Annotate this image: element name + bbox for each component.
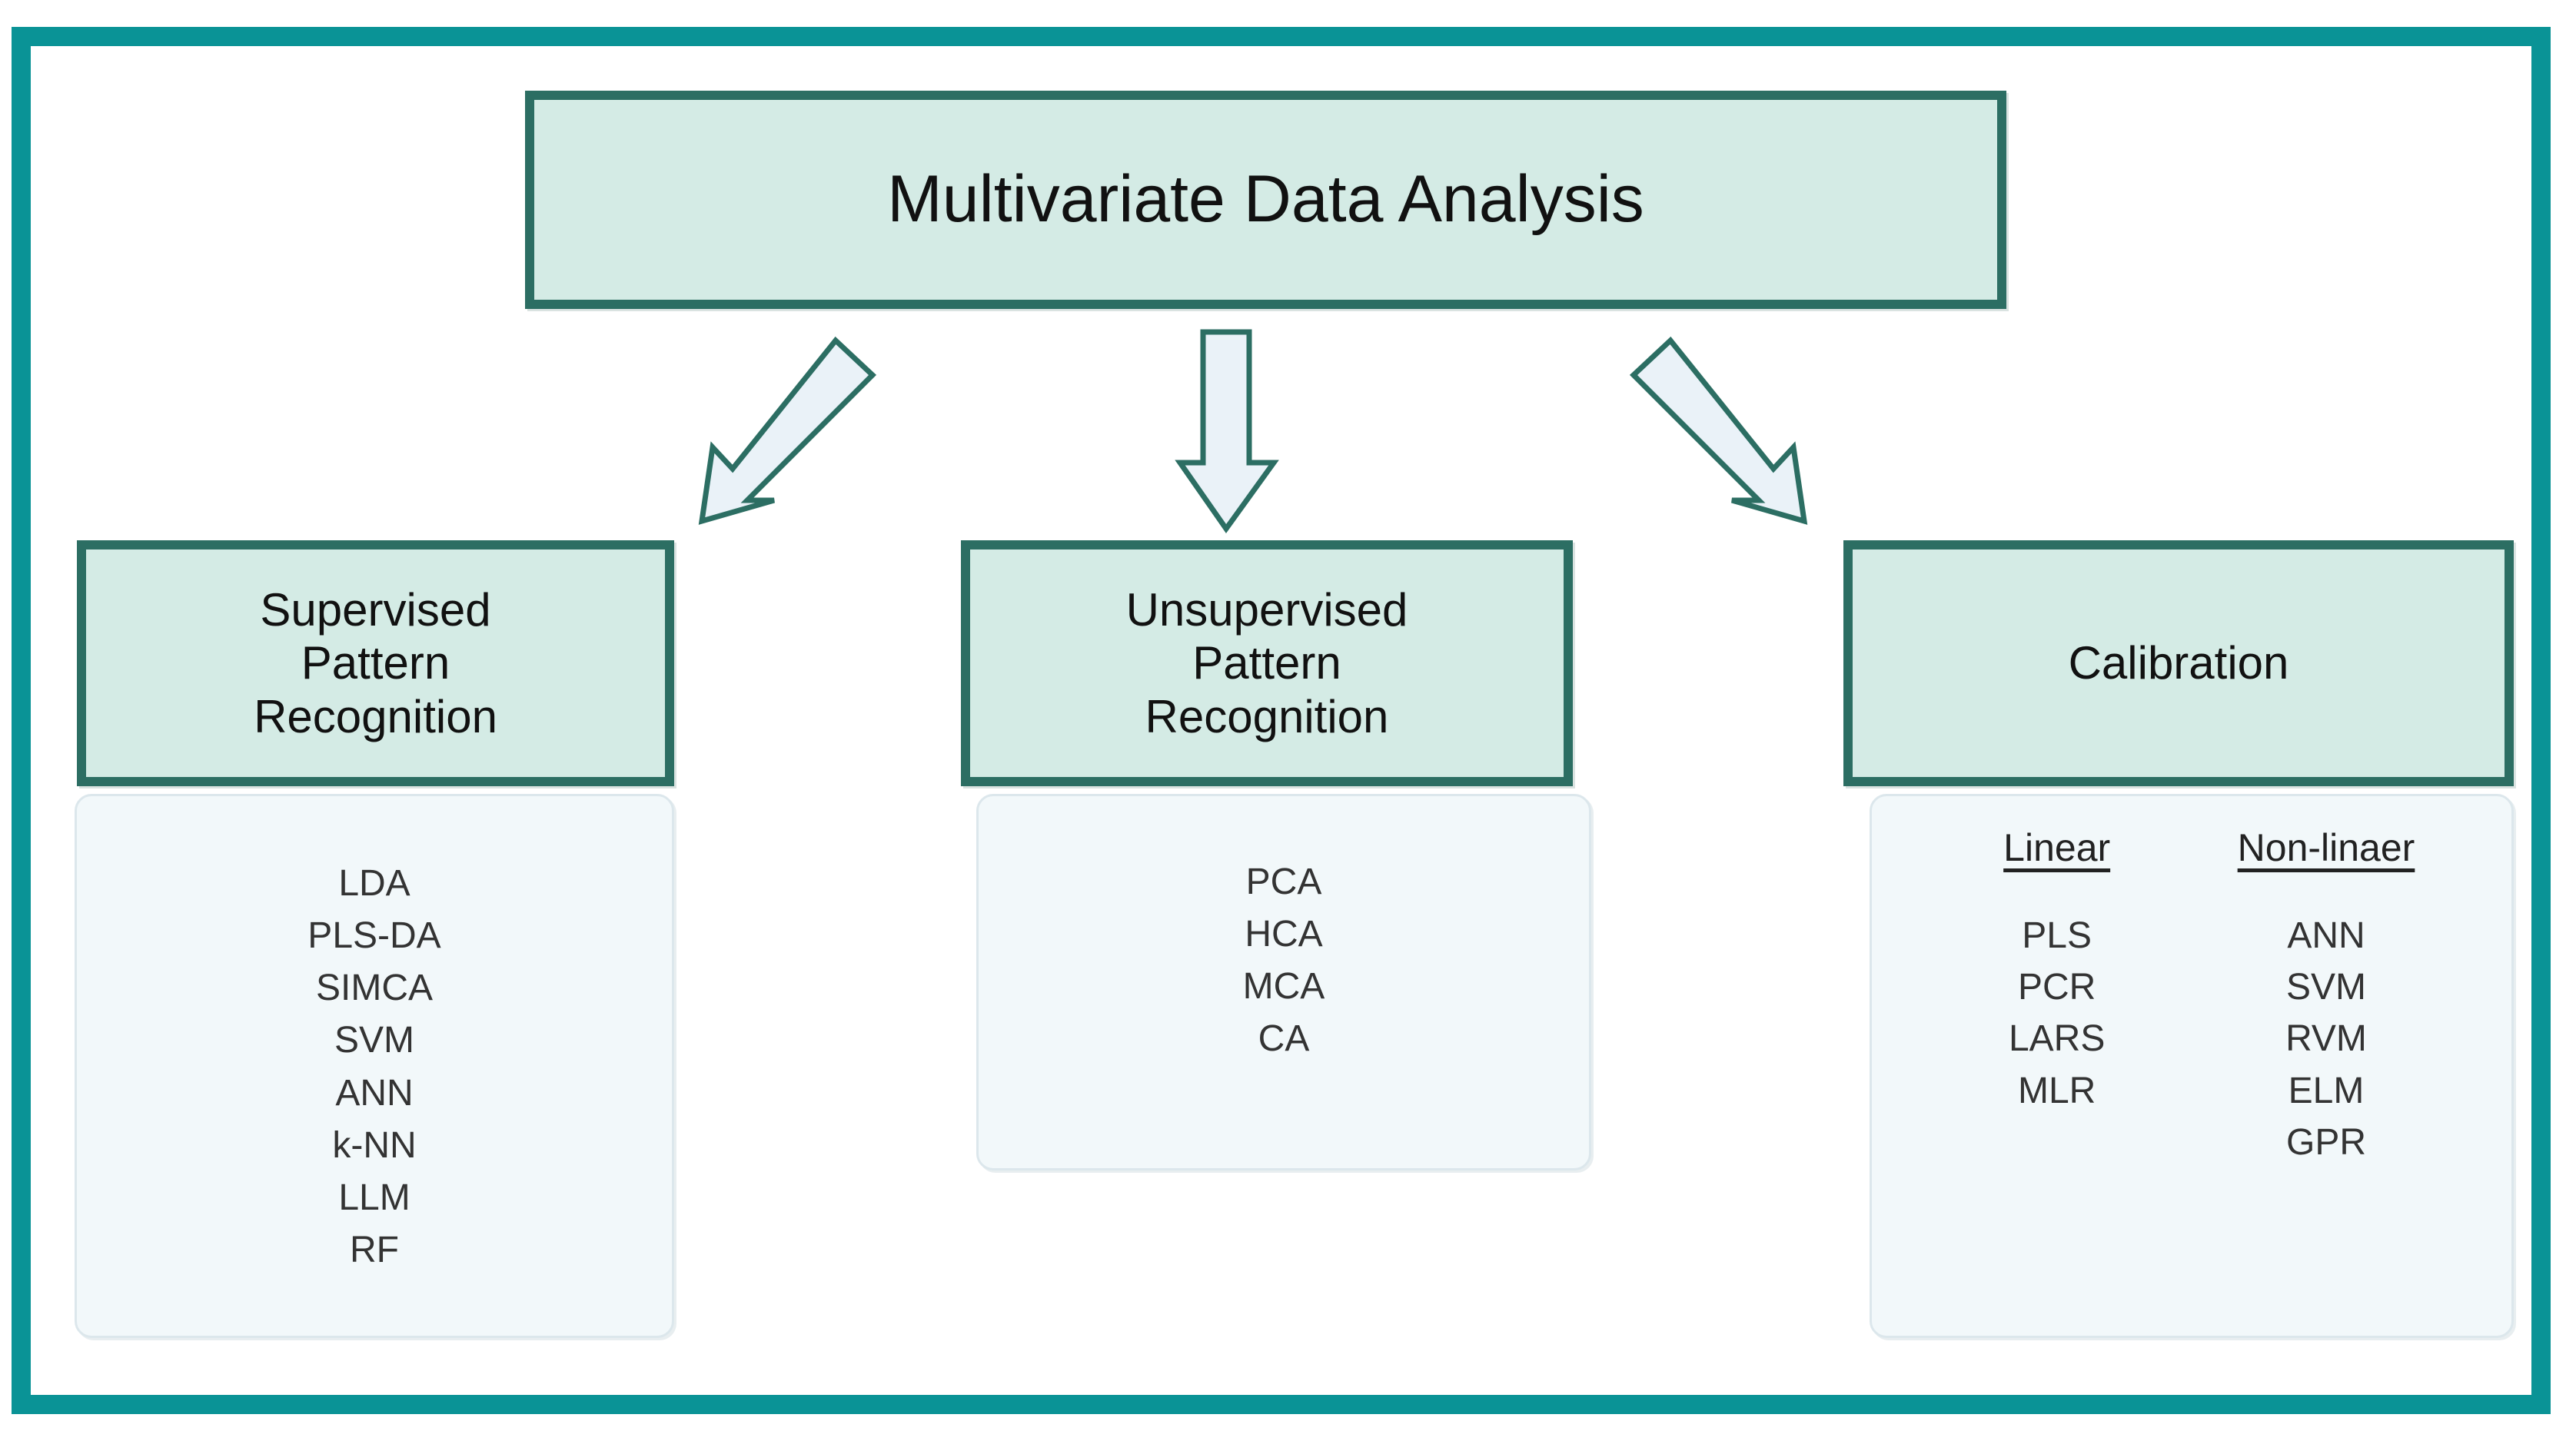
list-item: LLM [338,1177,410,1218]
list-item: LDA [338,863,410,904]
branch-list-supervised: LDA PLS-DA SIMCA SVM ANN k-NN LLM RF [75,794,674,1338]
branch-list-unsupervised: PCA HCA MCA CA [976,794,1591,1170]
branch-header-label: Unsupervised Pattern Recognition [1125,583,1408,742]
branch-header-label: Calibration [2068,637,2289,689]
list-item: GPR [2285,1121,2366,1163]
title-box[interactable]: Multivariate Data Analysis [525,91,2006,309]
list-item: PLS-DA [307,915,441,957]
branch-list-calibration: Linear PLS PCR LARS MLR Non-linaer ANN S… [1870,794,2514,1338]
list-item: SVM [2285,967,2366,1008]
branch-header-unsupervised[interactable]: Unsupervised Pattern Recognition [961,540,1573,786]
list-item: ELM [2288,1070,2365,1111]
calibration-subgroup-nonlinear: Non-linaer ANN SVM RVM ELM GPR [2238,825,2415,1168]
subgroup-title-nonlinear: Non-linaer [2237,826,2415,869]
list-item: PLS [2022,915,2092,956]
subgroup-title-linear: Linear [2003,826,2111,869]
list-item: ANN [2287,915,2365,956]
list-item: SIMCA [315,968,433,1009]
arrow-to-supervised-icon [698,336,877,525]
list-item: ANN [335,1072,414,1114]
list-item: PCR [2017,967,2096,1008]
arrow-to-unsupervised-icon [1175,329,1279,534]
list-item: SVM [334,1020,414,1061]
list-item: CA [1258,1018,1310,1060]
list-item: MCA [1242,966,1325,1008]
outer-frame-border [12,27,2551,1414]
list-item: PCA [1245,862,1322,902]
list-item: HCA [1245,914,1323,955]
arrow-to-calibration-icon [1629,336,1808,525]
list-item: RF [350,1230,399,1271]
page-title: Multivariate Data Analysis [887,162,1644,237]
list-item: LARS [2008,1018,2106,1060]
list-item: RVM [2285,1018,2367,1060]
branch-header-calibration[interactable]: Calibration [1843,540,2514,786]
calibration-subgroup-linear: Linear PLS PCR LARS MLR [1969,825,2146,1168]
list-item: k-NN [332,1124,417,1166]
branch-header-supervised[interactable]: Supervised Pattern Recognition [77,540,674,786]
calibration-subgroups: Linear PLS PCR LARS MLR Non-linaer ANN S… [1872,825,2511,1168]
branch-header-label: Supervised Pattern Recognition [254,583,497,742]
list-item: MLR [2017,1070,2096,1111]
